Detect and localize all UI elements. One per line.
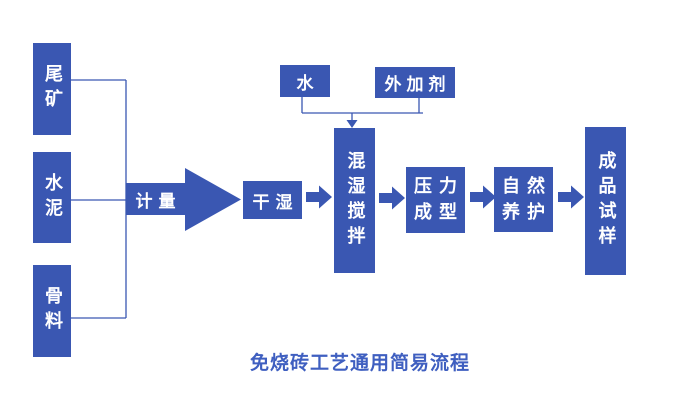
metering-arrow-label: 计量: [135, 191, 182, 212]
node-wet-mixing: 混湿搅拌: [334, 128, 375, 273]
node-aggregate: 骨料: [33, 265, 71, 357]
label-line: 养护: [502, 201, 552, 223]
label-line: 成型: [414, 202, 464, 223]
diagram-caption: 免烧砖工艺通用简易流程: [249, 352, 470, 374]
metering-arrow-icon: [126, 168, 241, 231]
node-product-sample: 成品试样: [585, 127, 626, 275]
node-dry-wet: 干湿: [243, 181, 302, 219]
label-line: 压力: [414, 176, 464, 197]
node-press-forming-label: 压力 成型: [407, 174, 464, 226]
node-water: 水: [280, 65, 330, 97]
down-arrowhead-icon: [346, 120, 358, 128]
node-tailings: 尾矿: [33, 43, 71, 135]
flow-arrow-icon: [379, 186, 405, 210]
flow-arrow-icon: [470, 185, 496, 209]
node-admixture: 外加剂: [375, 67, 455, 98]
node-natural-curing: 自然 养护: [494, 167, 553, 232]
additive-connector-lines: [301, 97, 423, 121]
flow-arrow-icon: [558, 185, 584, 209]
material-connector-lines: [71, 79, 127, 319]
node-natural-curing-label: 自然 养护: [495, 174, 552, 226]
node-cement: 水泥: [33, 152, 71, 243]
label-line: 自然: [502, 175, 552, 197]
node-press-forming: 压力 成型: [406, 167, 465, 233]
flow-arrow-icon: [306, 185, 332, 209]
